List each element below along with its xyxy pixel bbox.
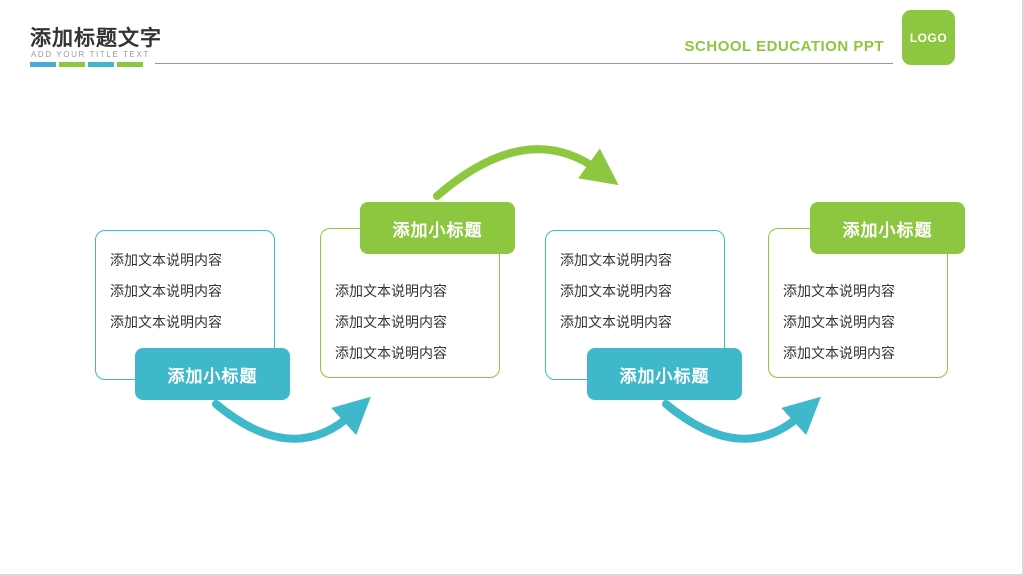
- box-text-line: 添加文本说明内容: [335, 345, 447, 361]
- curved-arrow-bottom-left-teal: [212, 396, 371, 443]
- page-subtitle: ADD YOUR TITLE TEXT: [31, 50, 150, 59]
- curved-arrow-bottom-right-teal: [662, 396, 821, 443]
- box-label: 添加小标题: [135, 348, 290, 400]
- box-label: 添加小标题: [360, 202, 515, 254]
- box-text-line: 添加文本说明内容: [560, 252, 672, 268]
- box-text-line: 添加文本说明内容: [783, 283, 895, 299]
- box-text-line: 添加文本说明内容: [110, 283, 222, 299]
- logo-badge: LOGO: [902, 10, 955, 65]
- accent-bar-segment: [88, 62, 114, 67]
- box-text-line: 添加文本说明内容: [110, 314, 222, 330]
- header-divider: [155, 63, 893, 64]
- box-text-line: 添加文本说明内容: [335, 314, 447, 330]
- box-text-line: 添加文本说明内容: [783, 314, 895, 330]
- page-title: 添加标题文字: [30, 27, 162, 50]
- accent-bar-segment: [117, 62, 143, 67]
- box-text-line: 添加文本说明内容: [335, 283, 447, 299]
- curved-arrow-top-green: [433, 145, 619, 200]
- brand-text: SCHOOL EDUCATION PPT: [684, 38, 884, 55]
- box-text-line: 添加文本说明内容: [560, 283, 672, 299]
- box-text-line: 添加文本说明内容: [783, 345, 895, 361]
- accent-bar: [30, 62, 143, 67]
- box-text-line: 添加文本说明内容: [560, 314, 672, 330]
- accent-bar-segment: [59, 62, 85, 67]
- box-text-line: 添加文本说明内容: [110, 252, 222, 268]
- accent-bar-segment: [30, 62, 56, 67]
- box-label: 添加小标题: [810, 202, 965, 254]
- box-label: 添加小标题: [587, 348, 742, 400]
